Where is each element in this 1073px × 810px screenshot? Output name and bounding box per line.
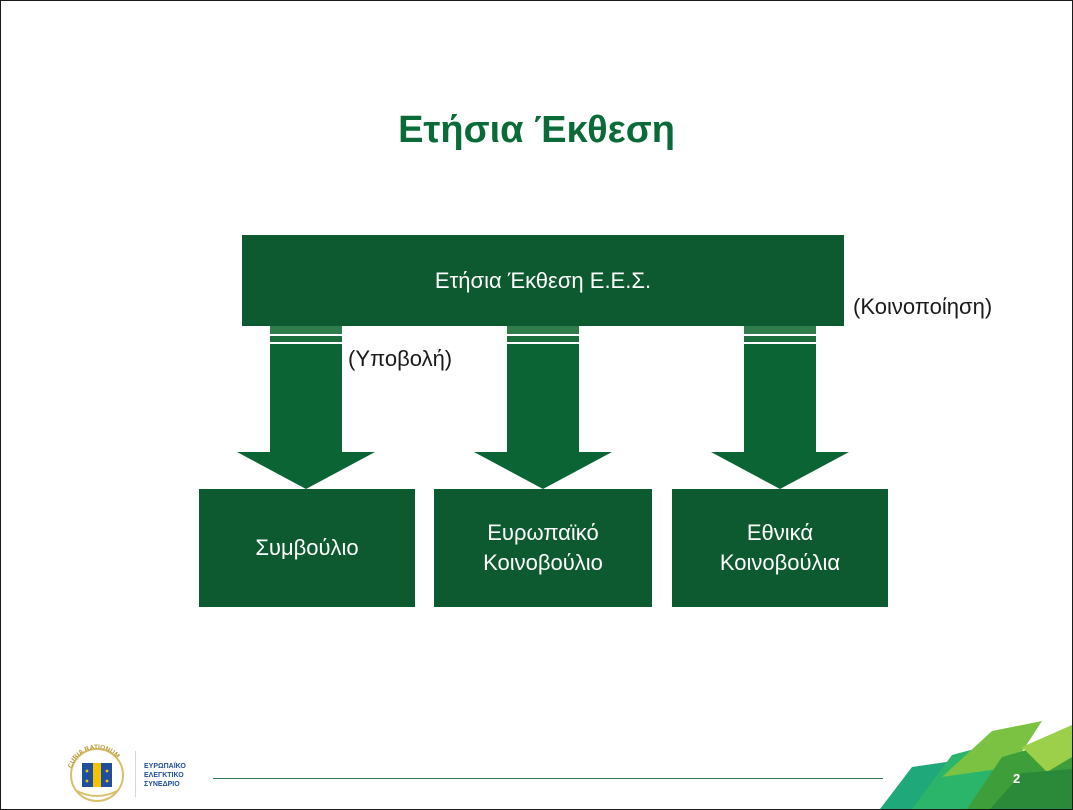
logo-divider [135, 751, 136, 797]
org-name-line: ΕΛΕΓΚΤΙΚΟ [144, 772, 184, 779]
recipient-box-national-parliaments: Εθνικά Κοινοβούλια [672, 489, 888, 607]
arrow-to-council [237, 326, 375, 489]
page-number: 2 [1013, 771, 1021, 786]
org-name: ΕΥΡΩΠΑΪΚΟ ΕΛΕΓΚΤΙΚΟ ΣΥΝΕΔΡΙΟ [144, 762, 186, 789]
org-name-line: ΕΥΡΩΠΑΪΚΟ [144, 763, 186, 770]
slide-title: Ετήσια Έκθεση [398, 109, 675, 151]
notification-label: (Κοινοποίηση) [853, 294, 993, 319]
arrow-to-national-parliaments [711, 326, 849, 489]
recipient-line1: Εθνικά [746, 520, 814, 545]
recipient-box-council: Συμβούλιο [199, 489, 415, 607]
eca-logo: CURIA RATIONUM [67, 744, 124, 802]
org-name-line: ΣΥΝΕΔΡΙΟ [144, 781, 180, 788]
recipient-line2: Κοινοβούλιο [483, 550, 603, 575]
submission-label: (Υποβολή) [348, 346, 453, 371]
recipient-line1: Ευρωπαϊκό [487, 520, 599, 545]
source-label: Ετήσια Έκθεση Ε.Ε.Σ. [434, 267, 652, 293]
recipient-box-european-parliament: Ευρωπαϊκό Κοινοβούλιο [434, 489, 652, 607]
source-box: Ετήσια Έκθεση Ε.Ε.Σ. [242, 235, 844, 326]
recipient-line2: Κοινοβούλια [719, 550, 841, 575]
recipient-line1: Συμβούλιο [255, 535, 359, 560]
corner-decoration [880, 721, 1072, 809]
arrow-to-european-parliament [474, 326, 612, 489]
footer-rule [213, 778, 883, 779]
